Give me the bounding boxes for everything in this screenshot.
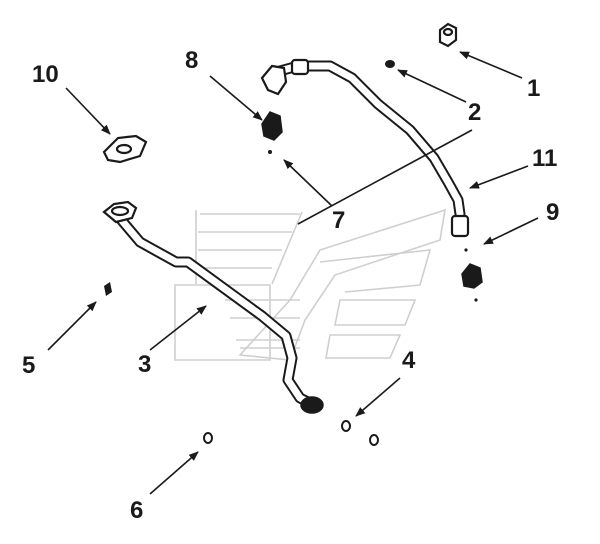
callout-7: 7 <box>332 207 345 234</box>
leader-2a <box>397 69 467 103</box>
callout-3: 3 <box>138 351 151 378</box>
leader-5 <box>47 301 97 351</box>
leader-2b <box>297 129 473 225</box>
leader-3 <box>149 305 207 351</box>
leader-lines <box>47 51 539 495</box>
leader-8 <box>209 75 263 121</box>
o-ring-part-small <box>203 432 213 444</box>
leader-11 <box>469 165 529 189</box>
nozzle-part <box>261 111 283 154</box>
leader-6 <box>149 451 199 495</box>
leader-9 <box>483 217 539 245</box>
nozzle-part-lower <box>461 248 483 302</box>
hose-assembly-part <box>102 200 324 414</box>
leader-1 <box>459 51 523 79</box>
callout-1: 1 <box>527 75 540 102</box>
callout-labels: 1 2 3 4 5 6 7 8 9 10 11 <box>22 47 559 524</box>
callout-8: 8 <box>185 47 198 74</box>
leader-4 <box>355 377 401 417</box>
fitting-part <box>438 22 458 48</box>
washer-part <box>385 60 395 68</box>
small-washer-part <box>104 282 112 296</box>
callout-2: 2 <box>468 99 481 126</box>
callout-4: 4 <box>402 347 416 374</box>
callout-11: 11 <box>532 145 557 172</box>
callout-5: 5 <box>22 352 35 379</box>
callout-9: 9 <box>546 199 559 226</box>
leader-7 <box>283 159 333 207</box>
o-ring-part <box>341 420 379 446</box>
leader-10 <box>65 87 111 135</box>
flange-gasket-part <box>102 134 148 164</box>
callout-10: 10 <box>32 61 59 88</box>
callout-6: 6 <box>130 497 143 524</box>
hose-upper-part <box>260 58 470 238</box>
